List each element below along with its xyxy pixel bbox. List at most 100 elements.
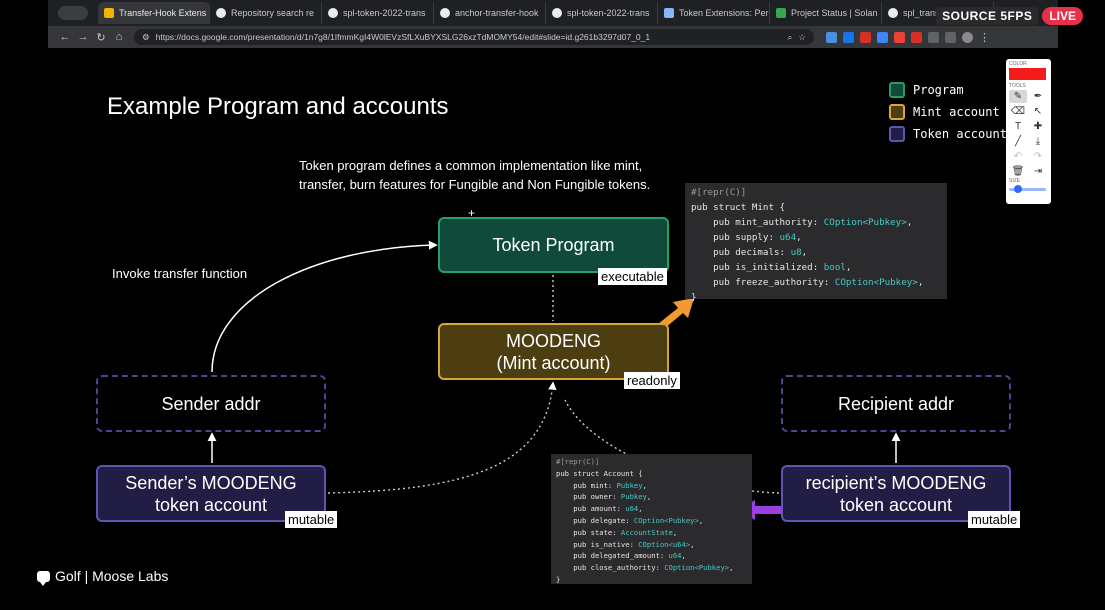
code-line: pub is_initialized: bool, [691,262,852,273]
browser-tab-label: Token Extensions: Per [679,8,769,18]
code-line: pub mint: Pubkey, [556,480,647,490]
legend-label: Program [913,83,964,97]
legend-item: Program [889,79,1007,101]
recipient-mutable-tag: mutable [968,511,1021,528]
download-icon[interactable]: ⤓ [1035,136,1041,147]
url-text[interactable]: https://docs.google.com/presentation/d/1… [155,32,651,42]
eraser-tool-icon[interactable]: ⌫ [1010,106,1026,117]
menu-kebab-icon[interactable]: ⋮ [979,31,990,44]
tab-search-toggle[interactable] [58,6,88,20]
browser-tab-label: Project Status | Solan [791,8,878,18]
browser-tab-label: spl_transfer_h [903,8,961,18]
sender-token-account-line2: token account [154,494,268,515]
legend-swatch [889,82,905,98]
back-icon[interactable]: ← [59,31,71,43]
browser-tab-bar: Transfer-Hook Extens Repository search re… [48,0,1058,26]
marker-tool-icon[interactable]: ✒ [1033,91,1043,102]
site-info-icon[interactable]: ⚙ [142,31,150,42]
browser-tab-label: Repository search re [231,8,315,18]
slides-icon [104,8,114,18]
pen-tool-icon[interactable]: ✎ [1009,90,1027,103]
forward-icon[interactable]: → [77,31,89,43]
code-line: pub delegated_amount: u64, [556,551,686,561]
slide-title: Example Program and accounts [107,93,449,120]
browser-tab[interactable]: Repository search re [210,2,322,24]
recipient-addr-label: Recipient addr [837,393,955,414]
extension-icon[interactable] [860,31,871,43]
sender-token-account-line1: Sender’s MOODENG [125,472,297,493]
sender-mutable-tag: mutable [285,511,338,528]
code-line: pub decimals: u8, [691,247,808,258]
code-line: pub struct Account { [556,468,643,478]
code-line: pub state: AccountState, [556,527,678,537]
extension-icon[interactable] [843,31,854,43]
move-tool-icon[interactable]: ✚ [1033,121,1043,132]
mint-struct-code: #[repr(C)]pub struct Mint { pub mint_aut… [685,183,947,303]
recipient-addr-box: Recipient addr [781,375,1011,432]
extension-icon[interactable] [877,31,888,43]
invoke-transfer-label: Invoke transfer function [112,266,248,281]
executable-tag: executable [598,268,667,285]
browser-tab-label: spl-token-2022-trans [343,8,426,18]
github-icon [440,8,450,18]
size-label: SIZE [1009,178,1021,184]
code-line: } [556,574,561,584]
mint-account-subtitle: (Mint account) [496,352,611,373]
browser-tab[interactable]: spl-token-2022-trans [322,2,434,24]
browser-tab-label: Transfer-Hook Extens [119,8,207,18]
reload-icon[interactable]: ↻ [96,31,106,44]
slide-description: Token program defines a common implement… [299,158,651,192]
browser-tab-label: anchor-transfer-hook [455,8,539,18]
text-tool-icon[interactable]: T [1014,121,1022,132]
code-line: pub amount: u64, [556,504,643,514]
account-struct-code: #[repr(C)]pub struct Account { pub mint:… [551,454,752,584]
browser-tab[interactable]: spl-token-2022-trans [546,2,658,24]
extension-icon[interactable] [928,31,939,43]
tool-grid: ✎ ✒ ⌫ ↖ T ✚ ╱ ⤓ ↶ ↷ 🗑 ⇥ [1009,90,1048,178]
mint-account-box: MOODENG (Mint account) [438,323,669,380]
pointer-tool-icon[interactable]: ↖ [1033,106,1043,117]
legend-label: Token account [913,127,1007,141]
stream-status: SOURCE 5FPS LIVE [936,7,1083,25]
redo-icon[interactable]: ↷ [1033,151,1043,162]
annotation-tool-panel: COLOR TOOLS ✎ ✒ ⌫ ↖ T ✚ ╱ ⤓ ↶ ↷ 🗑 ⇥ SIZE [1006,59,1051,204]
extension-icon[interactable] [894,31,905,43]
bookmark-star-icon[interactable]: ☆ [798,31,806,42]
size-slider[interactable] [1009,185,1046,193]
browser-tab[interactable]: anchor-transfer-hook [434,2,546,24]
extension-icon[interactable] [945,31,956,43]
trash-icon[interactable]: 🗑 [1011,166,1025,177]
code-line: } [691,292,697,303]
browser-toolbar: ← → ↻ ⌂ ⚙ https://docs.google.com/presen… [48,26,1058,48]
browser-tab[interactable]: Token Extensions: Per [658,2,770,24]
browser-tab-label: spl-token-2022-trans [567,8,650,18]
status-icon [776,8,786,18]
color-swatch[interactable] [1009,68,1046,80]
browser-tab[interactable]: Transfer-Hook Extens [98,2,210,24]
github-icon [216,8,226,18]
exit-icon[interactable]: ⇥ [1033,166,1043,177]
code-line: pub is_native: COption<u64>, [556,539,695,549]
tools-label: TOOLS [1009,83,1026,89]
line-tool-icon[interactable]: ╱ [1014,136,1022,147]
zoom-icon[interactable]: ⌕ [787,31,793,42]
legend-label: Mint account [913,105,1000,119]
undo-icon[interactable]: ↶ [1013,151,1023,162]
code-line: pub freeze_authority: COption<Pubkey>, [691,277,924,288]
legend-item: Token account [889,123,1007,145]
cursor-crosshair-icon: + [468,206,476,220]
code-line: pub mint_authority: COption<Pubkey>, [691,217,913,228]
home-icon[interactable]: ⌂ [115,31,123,43]
extensions-bar: ⋮ [826,31,990,44]
profile-avatar[interactable] [962,31,973,43]
code-line: #[repr(C)] [691,187,747,198]
browser-tab[interactable]: Project Status | Solan [770,2,882,24]
code-line: pub close_authority: COption<Pubkey>, [556,563,734,573]
extension-icon[interactable] [911,31,922,43]
github-icon [552,8,562,18]
address-bar[interactable]: ⚙ https://docs.google.com/presentation/d… [134,29,814,45]
extension-icon[interactable] [826,31,837,43]
size-slider-knob[interactable] [1014,185,1023,193]
mint-account-name: MOODENG [505,330,601,351]
